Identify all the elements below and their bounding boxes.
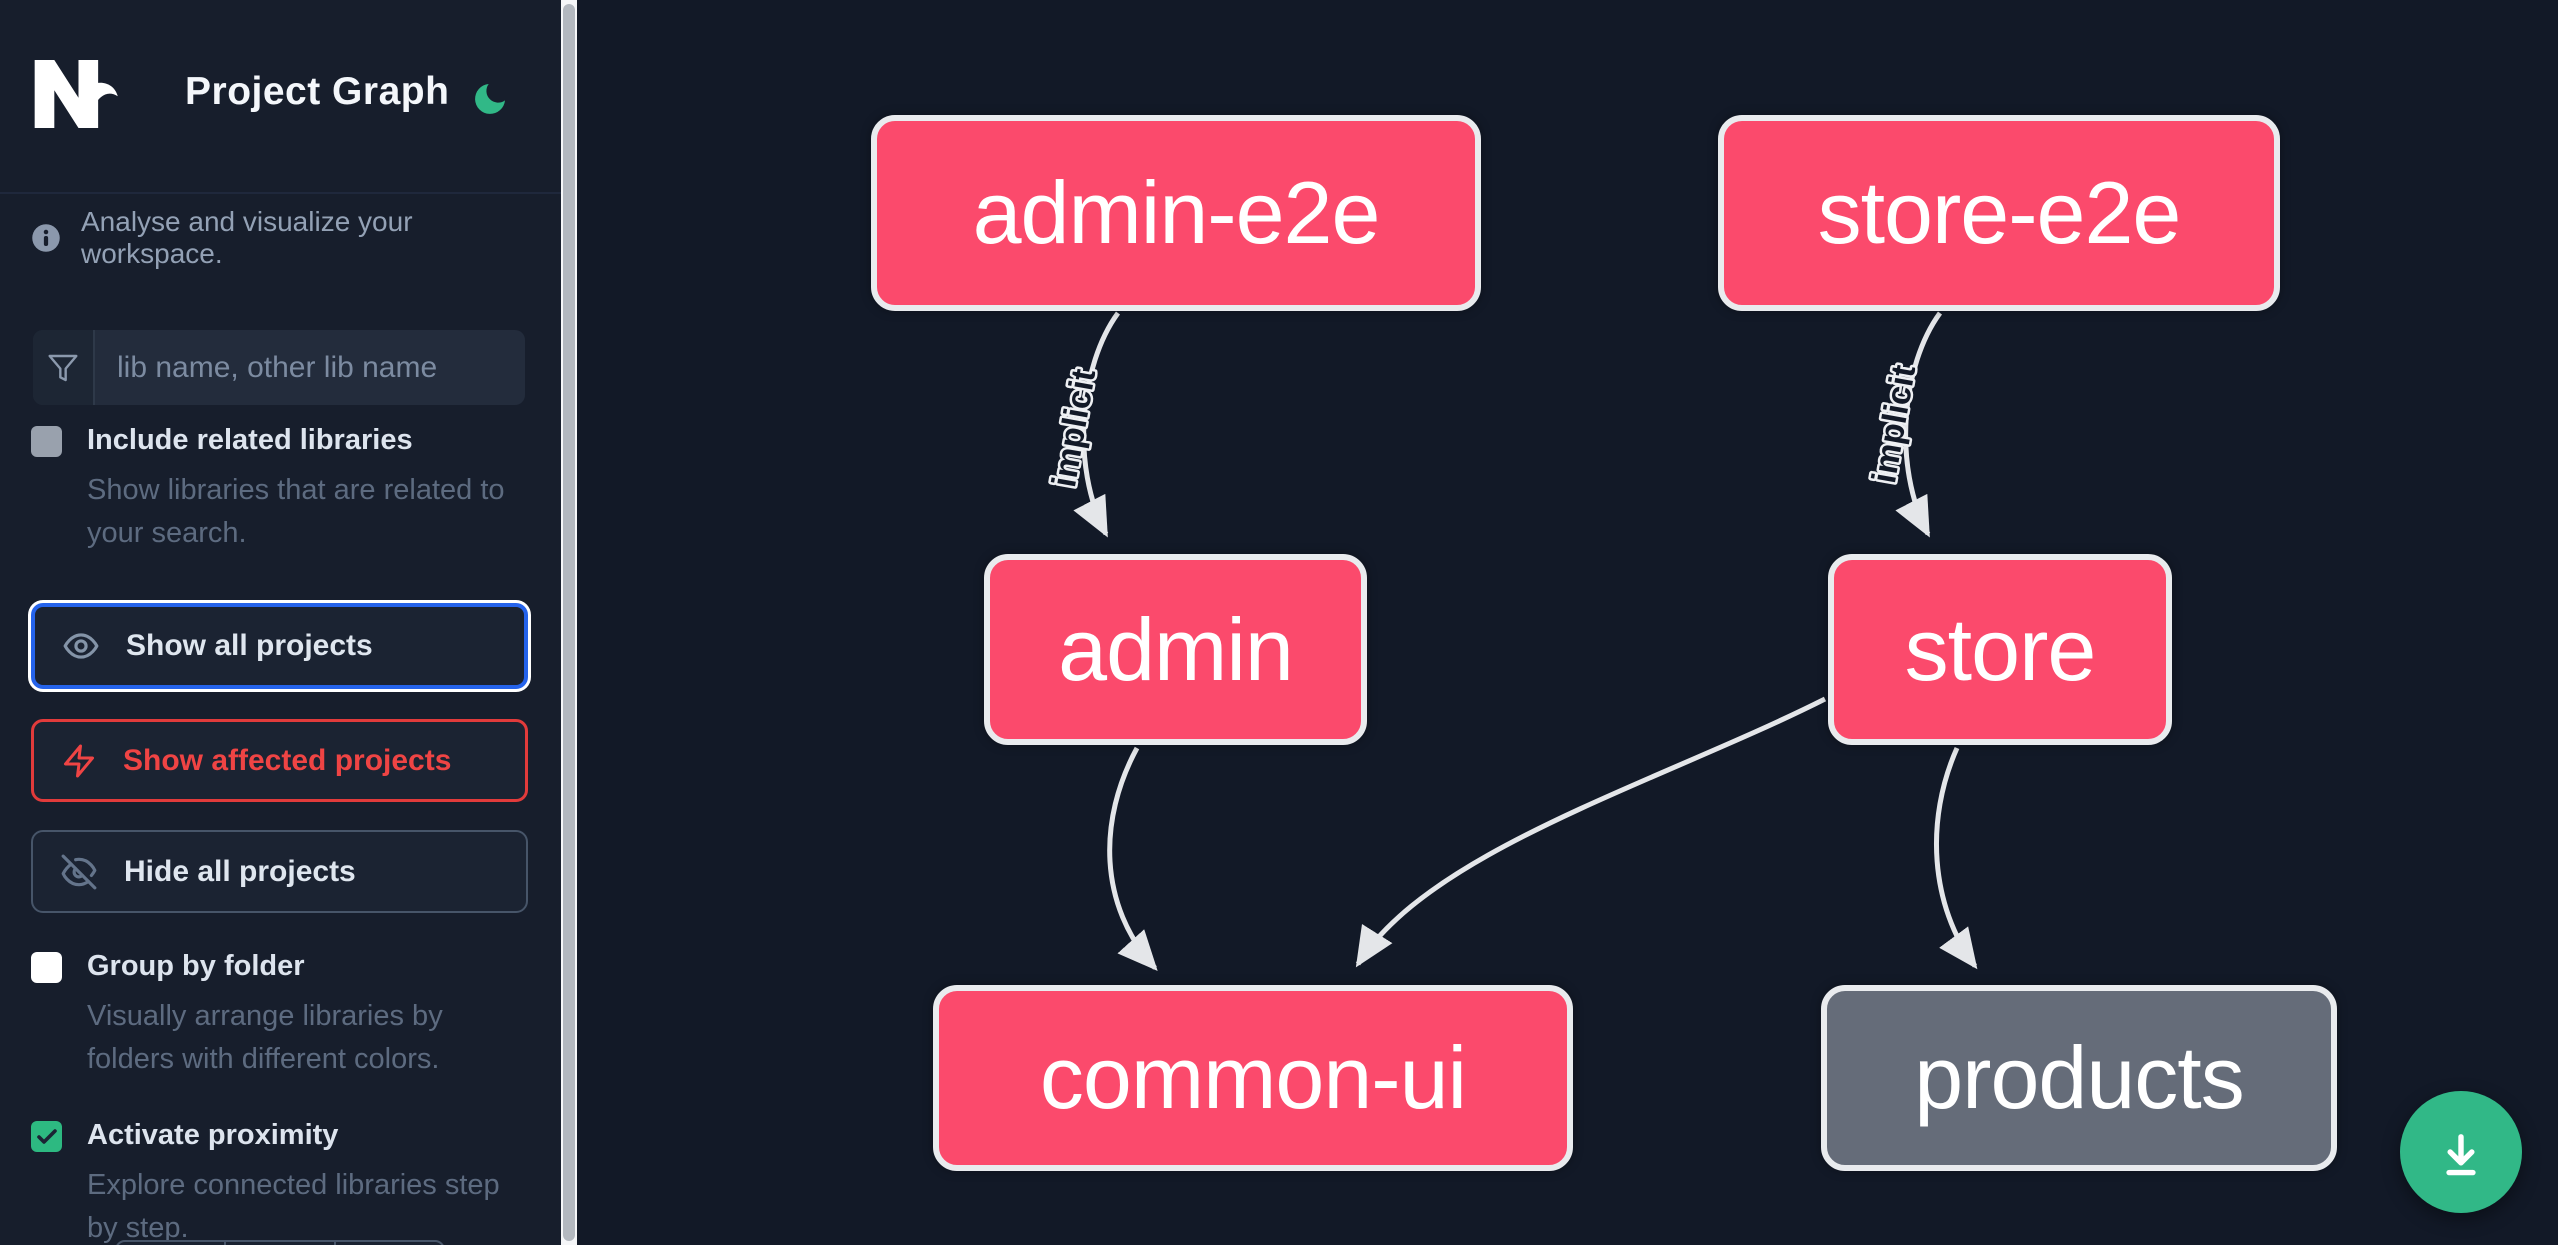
nx-logo	[34, 60, 118, 128]
activate-proximity-label: Activate proximity	[87, 1119, 339, 1151]
hide-all-projects-label: Hide all projects	[124, 854, 356, 888]
node-label: store	[1904, 599, 2097, 699]
page-title: Project Graph	[185, 70, 450, 113]
include-related-checkbox[interactable]	[31, 426, 62, 457]
activate-proximity-description: Explore connected libraries step by step…	[87, 1169, 500, 1244]
info-icon	[32, 224, 60, 252]
show-all-projects-button[interactable]: Show all projects	[31, 603, 528, 689]
project-node-common-ui[interactable]: common-ui	[933, 985, 1573, 1171]
download-icon	[2446, 1134, 2476, 1176]
lightning-bolt-icon	[64, 744, 94, 777]
theme-toggle-button[interactable]	[468, 78, 512, 122]
group-by-folder-checkbox[interactable]	[31, 952, 62, 983]
include-related-option[interactable]: Include related libraries Show libraries…	[31, 424, 531, 555]
include-related-label: Include related libraries	[87, 424, 413, 456]
workspace-tagline: Analyse and visualize your workspace.	[81, 206, 413, 269]
node-label: products	[1914, 1028, 2245, 1127]
search-input[interactable]	[95, 330, 525, 405]
show-affected-projects-button[interactable]: Show affected projects	[31, 719, 528, 802]
header-divider	[0, 192, 561, 194]
moon-icon	[475, 83, 505, 114]
eye-icon	[63, 633, 99, 659]
proximity-stepper[interactable]	[115, 1240, 445, 1245]
project-node-store[interactable]: store	[1828, 554, 2172, 745]
node-label: admin	[1058, 599, 1294, 699]
include-related-description: Show libraries that are related to your …	[87, 474, 505, 549]
filter-icon	[33, 330, 95, 405]
node-label: admin-e2e	[972, 163, 1381, 262]
sidebar-scrollbar-thumb[interactable]	[563, 4, 575, 1241]
node-label: common-ui	[1039, 1028, 1467, 1127]
project-node-admin[interactable]: admin	[984, 554, 1367, 745]
group-by-folder-option[interactable]: Group by folder Visually arrange librari…	[31, 950, 531, 1081]
show-affected-projects-label: Show affected projects	[123, 743, 452, 777]
download-graph-button[interactable]	[2400, 1091, 2522, 1213]
project-node-products[interactable]: products	[1821, 985, 2337, 1171]
search-box	[33, 330, 525, 405]
project-node-admin-e2e[interactable]: admin-e2e	[871, 115, 1481, 311]
stepper-decrement[interactable]	[117, 1242, 227, 1245]
stepper-value	[226, 1242, 336, 1245]
node-label: store-e2e	[1817, 163, 2182, 262]
project-node-store-e2e[interactable]: store-e2e	[1718, 115, 2280, 311]
eye-off-icon	[61, 854, 97, 889]
sidebar: Project Graph Analyse and visualize your…	[0, 0, 561, 1245]
group-by-folder-label: Group by folder	[87, 950, 305, 982]
sidebar-scrollbar[interactable]	[561, 0, 577, 1245]
checkmark-icon	[36, 1128, 57, 1144]
group-by-folder-description: Visually arrange libraries by folders wi…	[87, 1000, 443, 1075]
activate-proximity-option[interactable]: Activate proximity Explore connected lib…	[31, 1119, 531, 1245]
show-all-projects-label: Show all projects	[126, 629, 373, 662]
activate-proximity-checkbox[interactable]	[31, 1121, 62, 1152]
hide-all-projects-button[interactable]: Hide all projects	[31, 830, 528, 913]
